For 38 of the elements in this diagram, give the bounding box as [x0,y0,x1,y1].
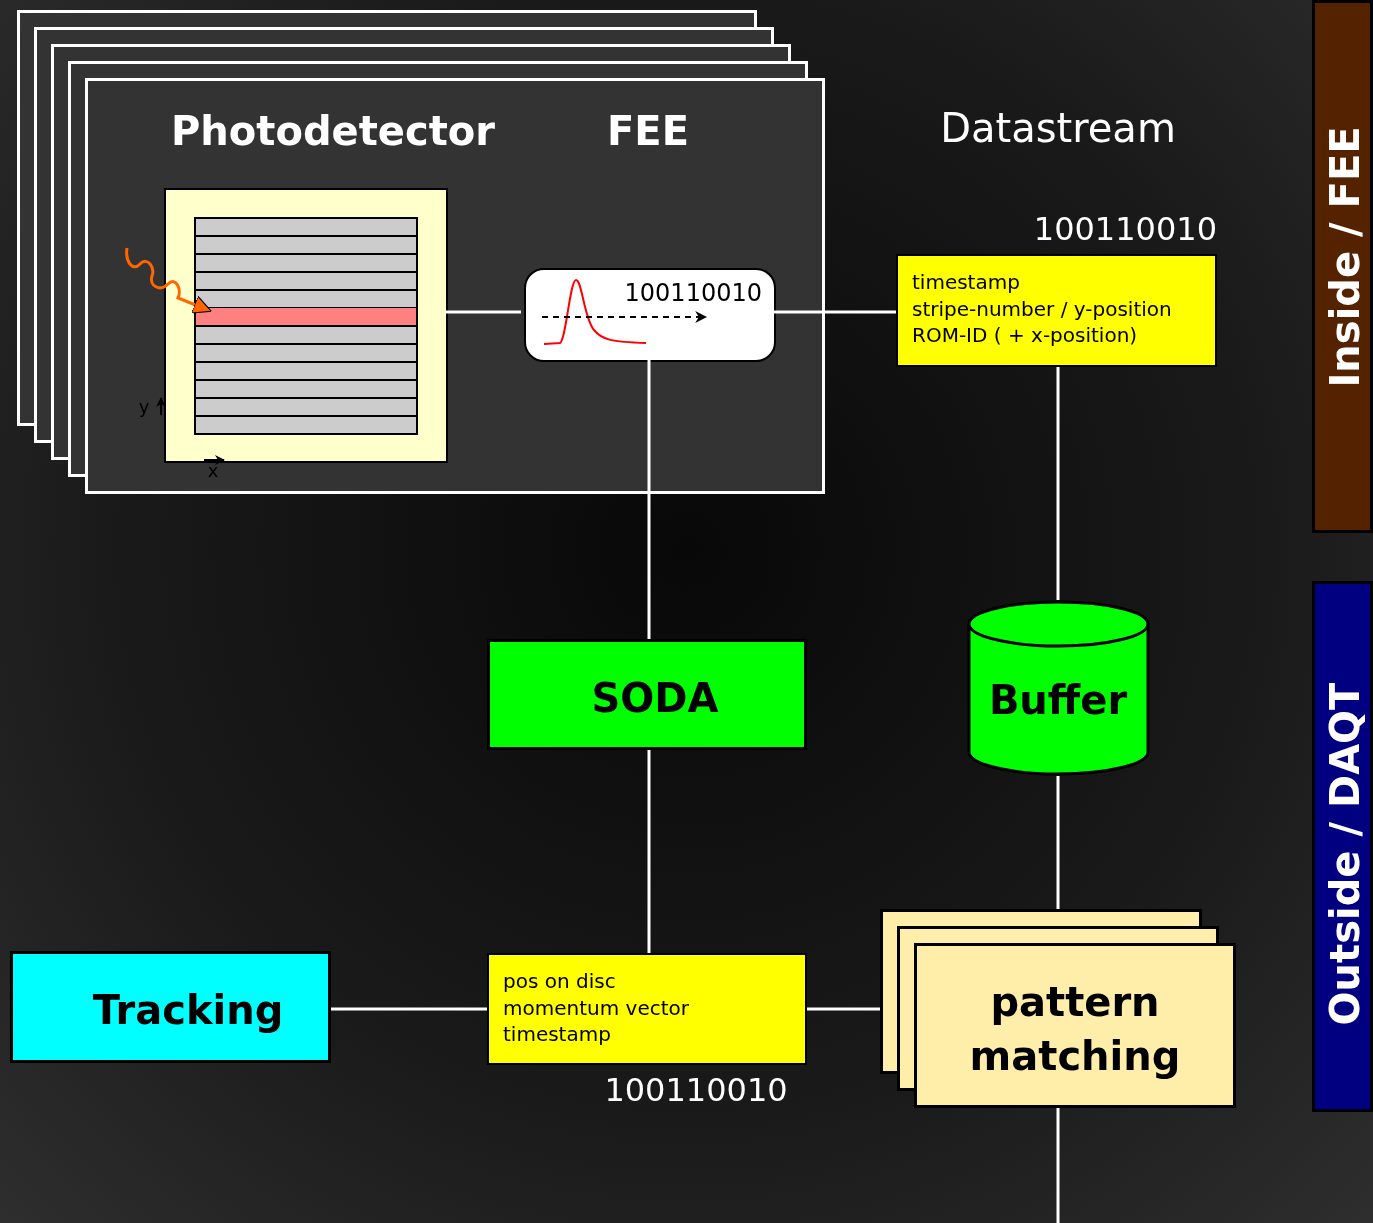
data-box [896,254,1217,367]
connector-line [1056,367,1060,600]
connector-line [1056,776,1060,909]
field-text: momentum vector [503,995,689,1020]
box-title: SODA [591,674,719,722]
side-band [1312,0,1373,533]
heading: Photodetector [171,107,495,155]
band-label: Inside / FEE [1321,126,1369,388]
data-box [487,953,807,1065]
storage-cylinder [967,600,1150,776]
connector-line [445,310,521,314]
photodetector-drawing [164,188,448,463]
stacked-process-boxes [880,909,1236,1108]
readout-box [524,268,776,362]
field-text: ROM-ID ( + x-position) [912,323,1138,347]
connector-line [1056,1108,1060,1223]
bit-string: 100110010 [604,1070,788,1110]
heading: FEE [607,107,689,155]
side-band [1312,581,1373,1112]
connector-line [807,1007,880,1011]
bit-string: 100110010 [624,278,762,308]
bit-string: 100110010 [1033,209,1217,249]
column-heading: Datastream [940,104,1176,152]
connector-line [647,750,651,953]
field-text: timestamp [503,1022,611,1046]
process-box [10,951,331,1063]
process-box [487,639,807,750]
band-label: Outside / DAQT [1321,682,1369,1026]
connector-line [773,310,896,314]
field-text: timestamp [912,270,1020,294]
box-title: pattern matching [968,978,1182,1081]
box-title: Buffer [988,676,1128,724]
box-title: Tracking [92,986,284,1034]
connector-line [331,1007,487,1011]
detector-panel [85,78,825,494]
connector-line [647,359,651,639]
field-text: stripe-number / y-position [912,296,1172,321]
field-text: pos on disc [503,969,616,993]
